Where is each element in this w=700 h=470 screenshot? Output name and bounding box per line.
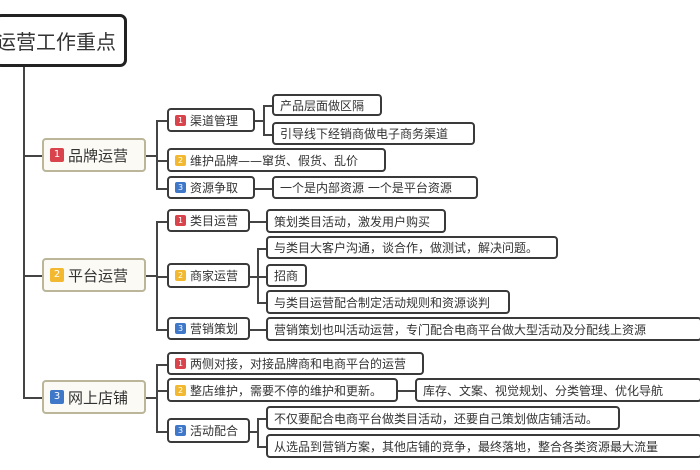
node-label: 营销策划也叫活动运营，专门配合电商平台做大型活动及分配线上资源 <box>274 322 647 337</box>
leaf-node[interactable]: 与类目大客户沟通，谈合作，做测试，解决问题。 <box>266 236 558 259</box>
priority-1-icon: 1 <box>50 148 64 162</box>
leaf-node[interactable]: 不仅要配合电商平台做类目活动，还要自己策划做店铺活动。 <box>266 406 620 430</box>
connector-line <box>23 67 25 399</box>
node-label: 引导线下经销商做电子商务渠道 <box>280 127 449 141</box>
node-label: 类目运营 <box>190 214 239 228</box>
connector-line <box>263 105 265 136</box>
connector-line <box>263 187 272 190</box>
connector-line <box>156 160 167 162</box>
priority-1-icon: 1 <box>175 358 186 369</box>
connector-line <box>156 328 167 331</box>
connector-line <box>24 155 42 157</box>
leaf-node[interactable]: 从选品到营销方案，其他店铺的竞争，最终落地，整合各类资源最大流量 <box>266 434 700 458</box>
leaf-node[interactable]: 招商 <box>266 264 307 287</box>
connector-line <box>257 329 266 331</box>
connector-line <box>156 220 167 223</box>
connector-line <box>257 275 266 278</box>
connector-line <box>257 302 266 304</box>
node-label: 平台运营 <box>68 266 129 285</box>
connector-line <box>257 418 259 448</box>
node-label: 与类目运营配合制定活动规则和资源谈判 <box>274 295 491 310</box>
priority-2-icon: 2 <box>175 384 186 396</box>
connector-line <box>406 390 415 392</box>
node-label: 营销策划 <box>190 322 239 336</box>
sub-node[interactable]: 1 类目运营 <box>167 209 250 232</box>
sub-node[interactable]: 3 资源争取 <box>167 176 255 199</box>
connector-line <box>156 390 167 392</box>
connector-line <box>250 430 257 433</box>
priority-3-icon: 3 <box>175 425 186 436</box>
connector-line <box>24 275 42 277</box>
priority-3-icon: 3 <box>175 323 186 334</box>
priority-1-icon: 1 <box>175 215 186 226</box>
priority-2-icon: 2 <box>175 270 186 281</box>
root-label: 运营工作重点 <box>0 30 116 54</box>
node-label: 库存、文案、视觉规划、分类管理、优化导航 <box>423 383 664 398</box>
node-label: 活动配合 <box>190 424 239 438</box>
node-label: 与类目大客户沟通，谈合作，做测试，解决问题。 <box>274 241 539 255</box>
connector-line <box>156 430 167 433</box>
connector-line <box>250 220 257 223</box>
connector-line <box>250 275 257 278</box>
connector-line <box>398 390 406 392</box>
connector-line <box>24 397 42 399</box>
leaf-node[interactable]: 一个是内部资源 一个是平台资源 <box>272 176 478 199</box>
connector-line <box>146 275 156 277</box>
connector-line <box>257 418 266 420</box>
connector-line <box>146 397 156 399</box>
priority-1-icon: 1 <box>175 114 186 126</box>
node-label: 商家运营 <box>190 269 239 283</box>
leaf-node[interactable]: 库存、文案、视觉规划、分类管理、优化导航 <box>415 378 700 402</box>
sub-node[interactable]: 1 两侧对接，对接品牌商和电商平台的运营 <box>167 352 424 375</box>
node-label: 一个是内部资源 一个是平台资源 <box>280 181 452 195</box>
connector-line <box>156 275 167 278</box>
leaf-node[interactable]: 引导线下经销商做电子商务渠道 <box>272 122 475 145</box>
node-label: 渠道管理 <box>190 113 239 128</box>
root-node[interactable]: 运营工作重点 <box>0 14 127 67</box>
priority-3-icon: 3 <box>50 390 64 404</box>
sub-node[interactable]: 3 活动配合 <box>167 418 250 443</box>
leaf-node[interactable]: 产品层面做区隔 <box>272 94 382 116</box>
connector-line <box>156 120 158 190</box>
connector-line <box>146 155 156 157</box>
sub-node[interactable]: 2 商家运营 <box>167 263 250 288</box>
priority-2-icon: 2 <box>50 268 64 282</box>
connector-line <box>257 221 266 223</box>
node-label: 不仅要配合电商平台做类目活动，还要自己策划做店铺活动。 <box>274 411 599 426</box>
sub-node[interactable]: 3 营销策划 <box>167 317 250 340</box>
node-label: 从选品到营销方案，其他店铺的竞争，最终落地，整合各类资源最大流量 <box>274 439 659 454</box>
branch-node[interactable]: 3 网上店铺 <box>42 380 146 414</box>
leaf-node[interactable]: 营销策划也叫活动运营，专门配合电商平台做大型活动及分配线上资源 <box>266 317 700 341</box>
priority-2-icon: 2 <box>175 154 186 166</box>
node-label: 资源争取 <box>190 181 239 195</box>
connector-line <box>156 187 167 190</box>
node-label: 网上店铺 <box>68 388 129 407</box>
node-label: 策划类目活动，激发用户购买 <box>274 214 431 229</box>
priority-3-icon: 3 <box>175 182 186 193</box>
node-label: 招商 <box>274 269 299 283</box>
connector-line <box>263 105 272 107</box>
connector-line <box>156 363 167 366</box>
sub-node[interactable]: 1 渠道管理 <box>167 108 255 132</box>
node-label: 产品层面做区隔 <box>280 98 365 113</box>
connector-line <box>257 247 266 250</box>
sub-node[interactable]: 2 整店维护，需要不停的维护和更新。 <box>167 378 398 402</box>
sub-node[interactable]: 2 维护品牌——窜货、假货、乱价 <box>167 148 386 172</box>
connector-line <box>250 328 257 331</box>
leaf-node[interactable]: 策划类目活动，激发用户购买 <box>266 209 446 233</box>
node-label: 维护品牌——窜货、假货、乱价 <box>190 153 359 168</box>
node-label: 两侧对接，对接品牌商和电商平台的运营 <box>190 357 407 371</box>
node-label: 整店维护，需要不停的维护和更新。 <box>190 383 383 398</box>
branch-node[interactable]: 1 品牌运营 <box>42 138 146 172</box>
connector-line <box>156 120 167 122</box>
connector-line <box>255 187 263 190</box>
leaf-node[interactable]: 与类目运营配合制定活动规则和资源谈判 <box>266 290 510 314</box>
node-label: 品牌运营 <box>68 146 129 165</box>
connector-line <box>255 120 263 122</box>
connector-line <box>257 446 266 448</box>
branch-node[interactable]: 2 平台运营 <box>42 258 146 292</box>
connector-line <box>156 363 158 433</box>
connector-line <box>263 133 272 136</box>
